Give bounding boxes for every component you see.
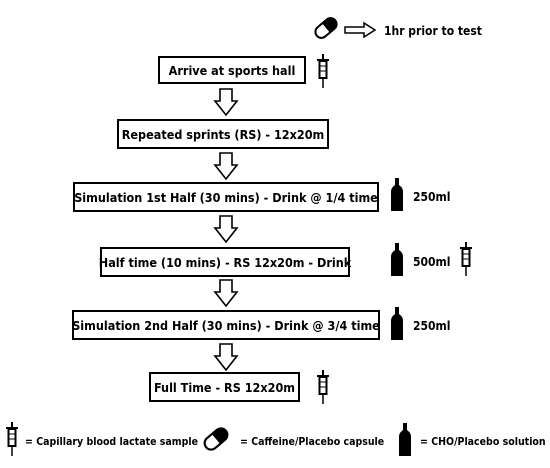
down-arrow xyxy=(213,88,239,117)
step-repeated-sprints: Repeated sprints (RS) - 12x20m xyxy=(117,119,329,149)
step-second-half: Simulation 2nd Half (30 mins) - Drink @ … xyxy=(72,310,380,340)
pretest-text: 1hr prior to test xyxy=(384,24,482,38)
down-arrow xyxy=(213,215,239,244)
step-arrive: Arrive at sports hall xyxy=(158,56,306,84)
volume-half-time: 500ml xyxy=(413,255,451,269)
down-arrow xyxy=(213,279,239,308)
bottle-icon xyxy=(391,307,403,340)
syringe-icon xyxy=(460,242,472,276)
capsule-icon xyxy=(314,17,338,39)
down-arrow xyxy=(213,343,239,372)
legend-bottle-icon xyxy=(399,423,411,456)
legend-syringe-icon xyxy=(6,422,18,456)
bottle-icon xyxy=(391,243,403,276)
legend-bottle-text: = CHO/Placebo solution xyxy=(420,436,546,448)
step-half-time: Half time (10 mins) - RS 12x20m - Drink xyxy=(99,247,351,277)
down-arrow xyxy=(213,152,239,181)
step-full-time: Full Time - RS 12x20m xyxy=(149,372,300,402)
legend-capsule-text: = Caffeine/Placebo capsule xyxy=(240,436,385,448)
volume-first-half: 250ml xyxy=(413,190,451,204)
volume-second-half: 250ml xyxy=(413,319,451,333)
right-arrow-icon xyxy=(344,21,377,39)
bottle-icon xyxy=(391,178,403,211)
syringe-icon xyxy=(317,54,329,88)
legend-syringe-text: = Capillary blood lactate sample xyxy=(25,436,199,448)
syringe-icon xyxy=(317,370,329,404)
legend-capsule-icon xyxy=(203,427,229,451)
step-first-half: Simulation 1st Half (30 mins) - Drink @ … xyxy=(73,182,379,212)
